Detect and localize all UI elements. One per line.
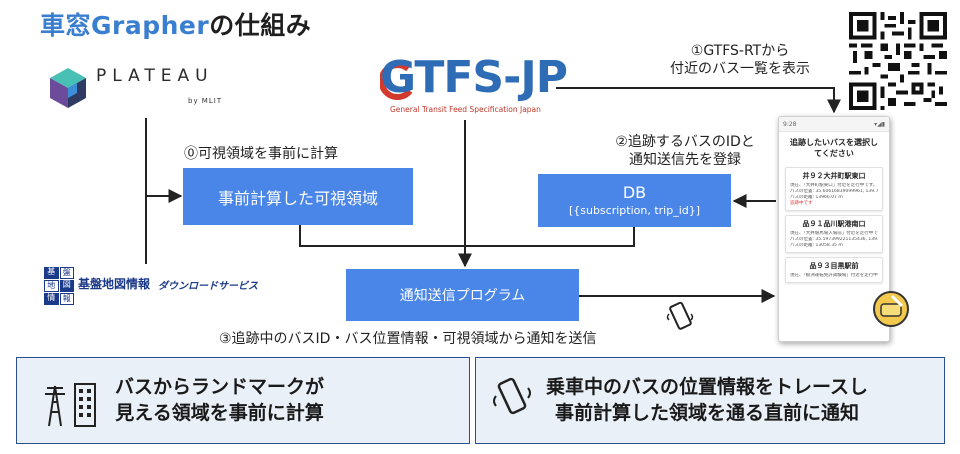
- step1-line1: ①GTFS-RTから: [690, 43, 790, 59]
- app-badge-icon: [873, 291, 909, 327]
- db-title: DB: [622, 183, 647, 202]
- right-summary-panel: 乗車中のバスの位置情報をトレースし 事前計算した領域を通る直前に通知: [475, 357, 945, 444]
- precompute-to-notify: [299, 225, 465, 247]
- phone-status-bar: 9:28 ▾◢▮: [779, 117, 889, 132]
- right-summary-text: 乗車中のバスの位置情報をトレースし 事前計算した領域を通る直前に通知: [546, 376, 869, 424]
- plateau-wordmark: PLATEAU: [96, 66, 214, 86]
- phone-screenshot: 9:28 ▾◢▮ 追跡したいバスを選択し てください 井９２大井町駅東口 現在、…: [778, 116, 890, 342]
- step3-label: ③追跡中のバスID・バス位置情報・可視領域から通知を送信: [219, 331, 597, 347]
- phone-vibrate-icon: [666, 301, 694, 330]
- step2-line2: 通知送信先を登録: [629, 152, 741, 168]
- db-schema: [{subscription, trip_id}]: [568, 204, 701, 217]
- db-to-notify: [465, 227, 635, 247]
- page-title: 車窓Grapherの仕組み: [40, 11, 312, 40]
- plateau-sub: by MLIT: [188, 97, 223, 105]
- phone-time: 9:28: [783, 120, 797, 128]
- gtfs-to-phone: [556, 87, 841, 114]
- step1-label: ①GTFS-RTから 付近のバス一覧を表示: [640, 42, 840, 78]
- notification-program-box: 通知送信プログラム: [346, 269, 579, 321]
- bus-card-title: 井９２大井町駅東口: [802, 172, 866, 180]
- phone-heading: 追跡したいバスを選択し てください: [790, 138, 878, 158]
- step0-label: ⓪可視領域を事前に計算: [184, 146, 338, 162]
- plateau-logo: PLATEAU by MLIT: [48, 66, 278, 110]
- plateau-cube-icon: [50, 68, 86, 108]
- gsi-title: 基盤地図情報: [78, 277, 151, 291]
- gsi-subtitle: ダウンロードサービス: [158, 281, 258, 292]
- gtfs-subtitle: General Transit Feed Specification Japan: [390, 105, 541, 114]
- gsi-grid-icon: 基 盤 地 図 情 報: [44, 267, 74, 305]
- precomputed-visible-area-box: 事前計算した可視領域: [183, 168, 413, 225]
- bus-card[interactable]: 品９１品川駅港南口 現在、「大井競馬場入場前」付近を走行中です。 バスの位置: …: [785, 215, 883, 253]
- gtfs-red-arc-icon: [380, 62, 413, 101]
- bus-card[interactable]: 品９３目黒駅前 現在、「鮫洲運転免許試験場」付近を走行中です。: [785, 257, 883, 283]
- step2-label: ②追跡するバスのIDと 通知送信先を登録: [585, 133, 785, 169]
- phone-vibrate-icon: [493, 377, 531, 415]
- step1-line2: 付近のバス一覧を表示: [670, 61, 810, 77]
- left-summary-panel: バスからランドマークが 見える領域を事前に計算: [16, 357, 470, 444]
- tracking-status[interactable]: 追跡中です: [790, 201, 813, 206]
- gtfs-wordmark: GTFS-JP: [380, 52, 568, 103]
- bus-card-title: 品９１品川駅港南口: [802, 220, 866, 228]
- tower-building-icon: [45, 383, 96, 427]
- bus-card[interactable]: 井９２大井町駅東口 現在、「大井町駅東口」付近を走行中です。 バスの位置: 35…: [785, 167, 883, 211]
- step2-line1: ②追跡するバスのIDと: [615, 134, 755, 150]
- gtfs-jp-logo: GTFS-JP General Transit Feed Specificati…: [380, 52, 568, 120]
- db-box: DB [{subscription, trip_id}]: [538, 174, 731, 227]
- bus-card-title: 品９３目黒駅前: [809, 262, 859, 270]
- qr-code[interactable]: [849, 12, 947, 110]
- phone-status-icons: ▾◢▮: [874, 120, 885, 128]
- left-summary-text: バスからランドマークが 見える領域を事前に計算: [115, 376, 325, 424]
- gsi-basemap-logo: 基 盤 地 図 情 報 基盤地図情報 ダウンロードサービス: [40, 265, 270, 305]
